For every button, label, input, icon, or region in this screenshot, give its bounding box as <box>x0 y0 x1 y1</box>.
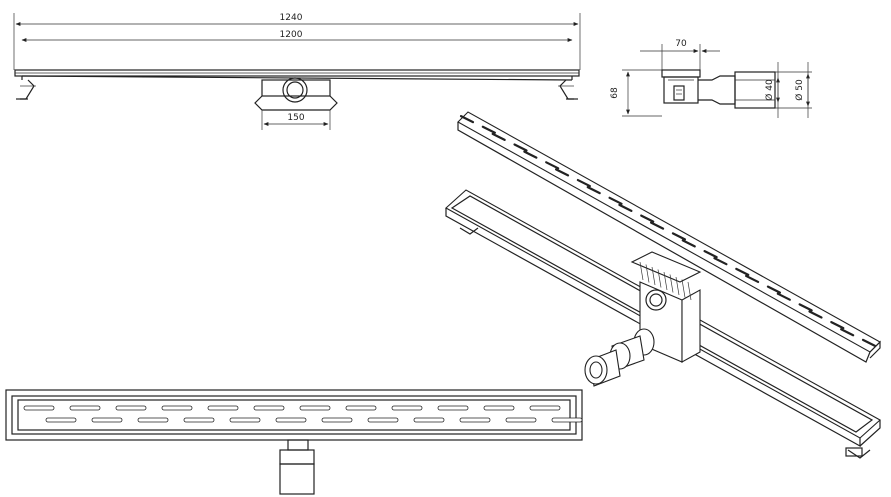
grate-slot <box>23 405 55 411</box>
box-fin <box>669 274 674 293</box>
grate-slot <box>275 417 307 423</box>
grate-slot <box>840 328 855 337</box>
isometric-foot-right <box>847 449 871 459</box>
grate-slot <box>808 310 823 319</box>
grate-slot <box>69 405 101 411</box>
plan-outlet-neck <box>287 439 309 451</box>
grate-slot <box>735 267 750 276</box>
box-fin <box>645 264 650 283</box>
top-plan-view <box>5 389 583 495</box>
isometric-foot-left <box>459 227 479 235</box>
grate-slot <box>437 405 469 411</box>
grate-slot <box>766 285 782 294</box>
grate-slot <box>830 321 845 330</box>
outlet-box-fins <box>639 261 692 301</box>
grate-section <box>661 69 701 78</box>
box-fin <box>651 266 656 286</box>
grate-slot <box>649 221 665 230</box>
grate-slot <box>459 114 475 124</box>
box-fin <box>681 279 686 298</box>
grate-slot <box>45 417 77 423</box>
grate-slot <box>640 214 655 223</box>
dimension-total-length: 1240 <box>280 13 303 23</box>
dimension-outer-diameter: Ø 50 <box>794 79 805 101</box>
box-fin <box>639 261 644 281</box>
isometric-view <box>445 111 881 459</box>
outlet-pipe-section <box>698 75 736 105</box>
dimension-outlet-width: 150 <box>287 113 304 123</box>
grate-slot <box>681 239 696 248</box>
grate-slot <box>483 405 515 411</box>
grate-slot <box>513 143 528 152</box>
grate-slot <box>798 303 813 312</box>
dimension-height: 68 <box>610 87 620 99</box>
grate-slot <box>183 417 215 423</box>
grate-slot <box>91 417 123 423</box>
grate-slot <box>523 150 538 159</box>
grate-slot <box>207 405 239 411</box>
grate-slots <box>459 114 877 347</box>
side-section-view: 70 68 Ø 40 Ø 50 <box>610 39 812 118</box>
grate-slot <box>345 405 377 411</box>
plan-grate <box>17 399 571 431</box>
grate-slot <box>299 405 331 411</box>
grate-slot <box>367 417 399 423</box>
outlet-pipe-circle <box>282 77 308 103</box>
grate-slot <box>861 338 877 347</box>
grate-slot <box>576 178 591 188</box>
grate-slot <box>551 417 583 423</box>
grate-slot <box>321 417 353 423</box>
box-fin <box>657 269 662 288</box>
outlet-box-elevation <box>261 79 331 97</box>
grate-slot <box>505 417 537 423</box>
grate-slot <box>115 405 147 411</box>
plan-outlet-pipe <box>279 463 315 495</box>
dimension-channel-length: 1200 <box>280 30 303 40</box>
grate-slot <box>253 405 285 411</box>
grate-slot <box>554 168 570 177</box>
grate-slot <box>713 257 728 266</box>
plan-outer-frame <box>5 389 583 441</box>
grate-slot <box>481 125 496 134</box>
box-fin <box>687 281 692 301</box>
grate-slot <box>413 417 445 423</box>
grate-slot <box>161 405 193 411</box>
dimension-inner-diameter: Ø 40 <box>764 79 775 101</box>
box-fin <box>675 276 680 296</box>
dimension-body-width: 70 <box>675 39 687 49</box>
grate-slot <box>545 161 560 170</box>
grate-slot <box>229 417 261 423</box>
grate-slot <box>608 196 623 205</box>
right-mounting-foot <box>559 79 574 100</box>
box-fin <box>663 271 668 291</box>
grate-slot <box>703 250 718 259</box>
left-mounting-foot <box>20 79 35 100</box>
grate-slot <box>491 132 506 141</box>
isometric-outlet-pipe <box>584 328 655 387</box>
grate-slot <box>137 417 169 423</box>
grate-slot <box>586 186 601 195</box>
grate-slot <box>745 274 760 284</box>
grate-slot <box>459 417 491 423</box>
grate-slot <box>391 405 423 411</box>
plan-grate-slots <box>23 405 583 423</box>
grate-slot <box>671 232 687 241</box>
grate-slot <box>618 203 633 212</box>
grate-slot <box>776 292 791 301</box>
channel-section <box>663 76 699 104</box>
front-elevation-view: 1240 1200 150 <box>13 13 581 130</box>
grate-slot <box>529 405 561 411</box>
